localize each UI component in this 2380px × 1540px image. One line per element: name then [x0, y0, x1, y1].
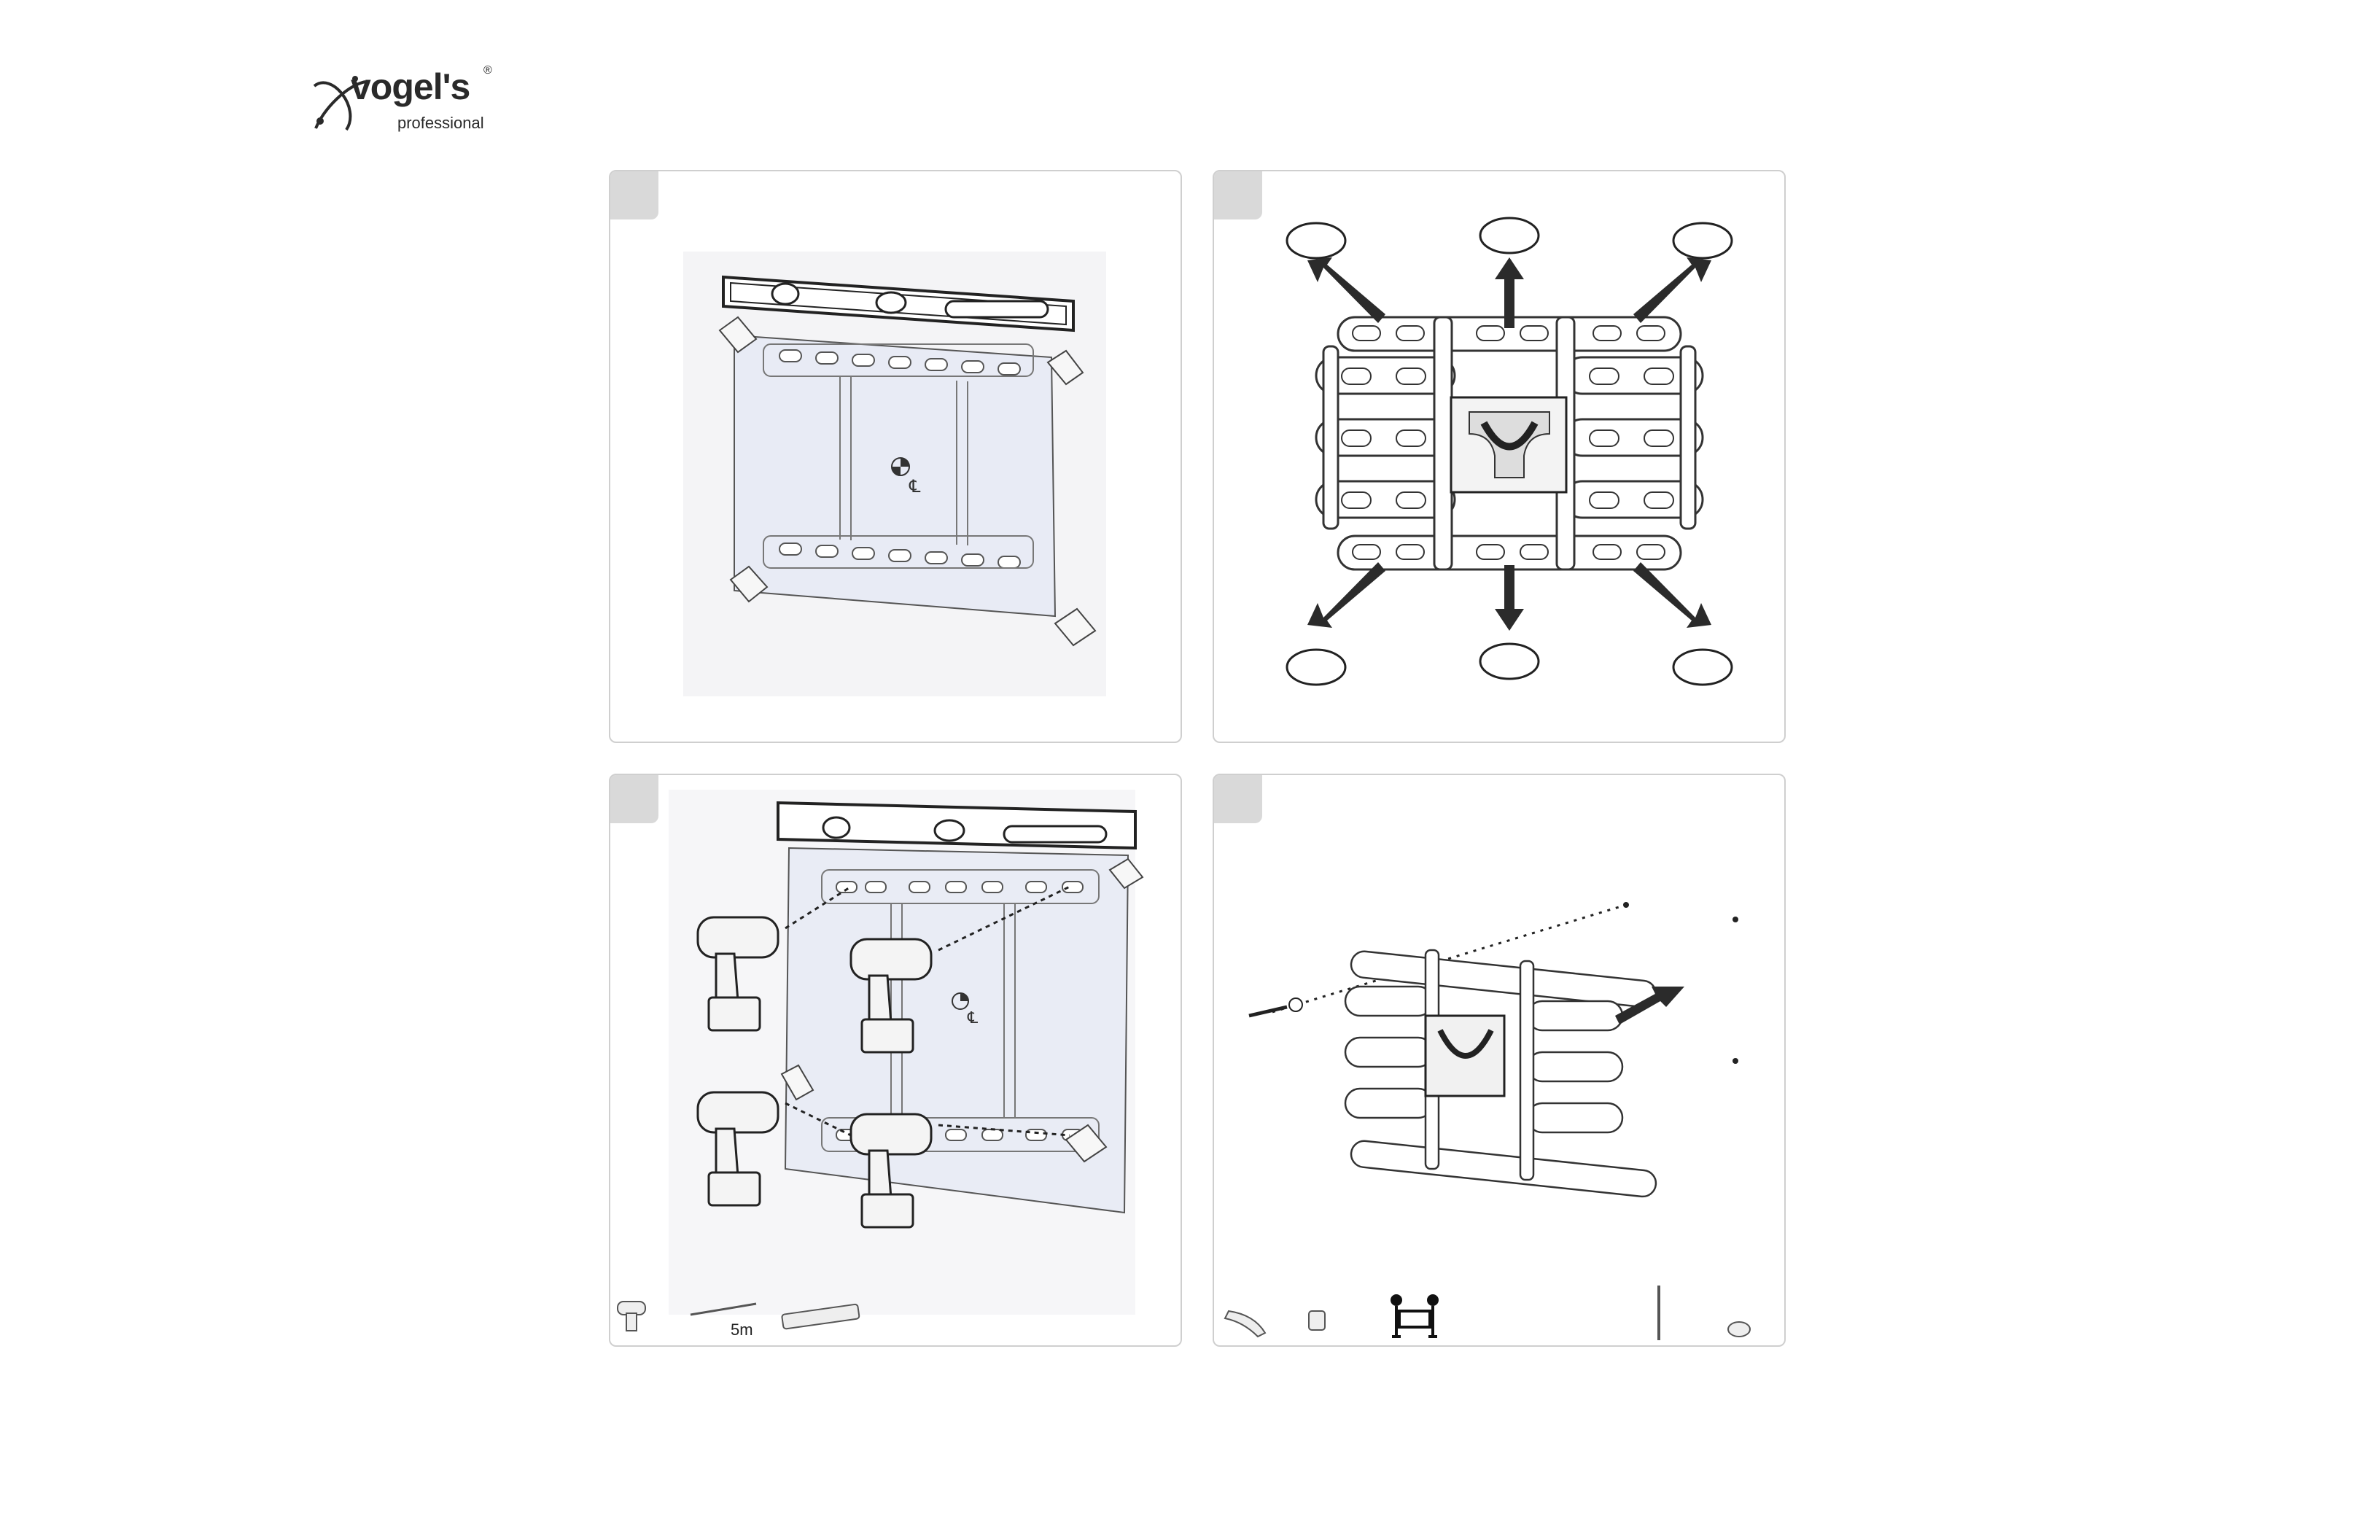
callout-oval	[1480, 218, 1539, 253]
callout-oval	[1287, 223, 1345, 258]
bolt-icon	[1249, 1007, 1287, 1016]
arrow-down	[1495, 565, 1524, 631]
svg-text:℄: ℄	[909, 477, 921, 497]
socket-icon	[1309, 1311, 1325, 1330]
logo-brand-text: vogel's	[351, 66, 470, 108]
instruction-panel-4	[1213, 774, 1786, 1347]
washer-small-icon	[1728, 1322, 1750, 1337]
two-person-lift-icon	[1392, 1296, 1437, 1337]
wrench-icon	[1225, 1311, 1265, 1337]
callout-oval	[1673, 650, 1732, 685]
instruction-panel-1: ℄	[609, 170, 1182, 743]
arrow-up-left	[1307, 257, 1385, 323]
extend-arms-illustration	[1214, 171, 1786, 743]
tape-measure-label: 5m	[731, 1321, 753, 1339]
arrow-up-right	[1633, 257, 1711, 323]
logo-tagline: professional	[397, 114, 484, 133]
callout-oval	[1673, 223, 1732, 258]
svg-text:℄: ℄	[967, 1008, 979, 1027]
callout-oval	[1287, 650, 1345, 685]
vogels-logo: vogel's ® professional	[310, 64, 507, 144]
logo-registered-mark: ®	[483, 64, 492, 77]
callout-oval	[1480, 644, 1539, 679]
mount-bracket-illustration	[1214, 775, 1786, 1347]
arrow-down-right	[1633, 562, 1711, 628]
washer-icon	[1289, 998, 1302, 1011]
arrow-down-left	[1307, 562, 1385, 628]
wall-template-illustration: ℄	[610, 171, 1182, 743]
instruction-panel-3: ℄	[609, 774, 1182, 1347]
instruction-panel-2	[1213, 170, 1786, 743]
drill-holes-illustration: ℄	[610, 775, 1182, 1347]
